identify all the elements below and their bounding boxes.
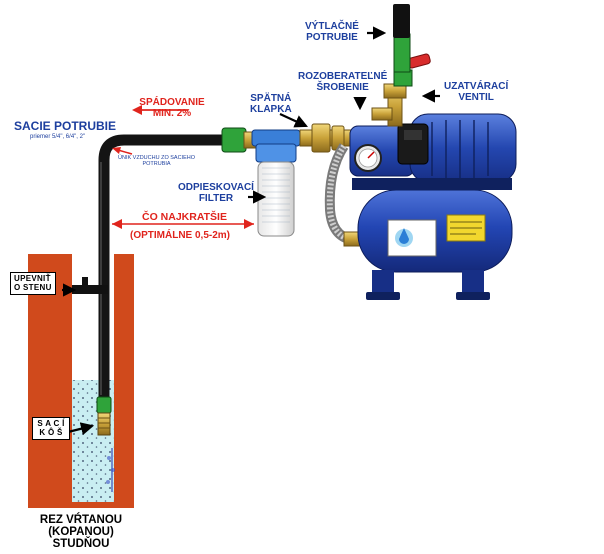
- label-shortest: ČO NAJKRATŠIE: [142, 211, 227, 223]
- suction-pipe: [98, 134, 222, 405]
- label-optimal-length: (OPTIMÁLNE 0,5-2m): [130, 230, 231, 241]
- flexible-hose: [324, 143, 361, 247]
- well-bottom: [28, 502, 134, 508]
- slope-arrow: [132, 105, 188, 115]
- label-air-escape: ÚNIK VZDUCHU ZO SACIEHO POTRUBIA: [118, 155, 196, 167]
- label-suction-pipe: SACIE POTRUBIE: [14, 119, 117, 133]
- distance-arrow: [112, 219, 254, 229]
- label-union-fitting: ROZOBERATEĽNÉ ŠROBENIE: [298, 71, 388, 93]
- label-pipe-diameter: priemer 5/4", 6/4", 2": [30, 134, 86, 140]
- label-wall-mount: UPEVNIŤ O STENU: [10, 272, 56, 296]
- label-well-section: REZ VŔTANOU (KOPANOU) STUDŇOU: [39, 514, 123, 551]
- wall-bracket: [72, 277, 108, 294]
- gauge-icon: [354, 144, 382, 172]
- label-slope: SPÁDOVANIE MIN. 2%: [139, 97, 205, 119]
- label-check-valve: SPÄTNÁ KLAPKA: [250, 93, 292, 115]
- air-escape-arrow: [112, 147, 133, 155]
- arrow-icon: [62, 26, 440, 436]
- label-suction-basket: S A C Í K Ô Š: [32, 417, 70, 441]
- label-shutoff-valve: UZATVÁRACÍ VENTIL: [444, 81, 509, 103]
- pump-unit: [349, 113, 517, 190]
- label-sand-filter: ODPIESKOVACÍ FILTER: [178, 182, 254, 204]
- discharge-assembly: [371, 4, 431, 127]
- sand-filter: [251, 129, 301, 237]
- pressure-tank: [357, 189, 513, 300]
- label-discharge-pipe: VÝTLAČNÉ POTRUBIE: [305, 21, 359, 43]
- suction-basket: [96, 396, 115, 492]
- well-wall-right: [114, 254, 134, 506]
